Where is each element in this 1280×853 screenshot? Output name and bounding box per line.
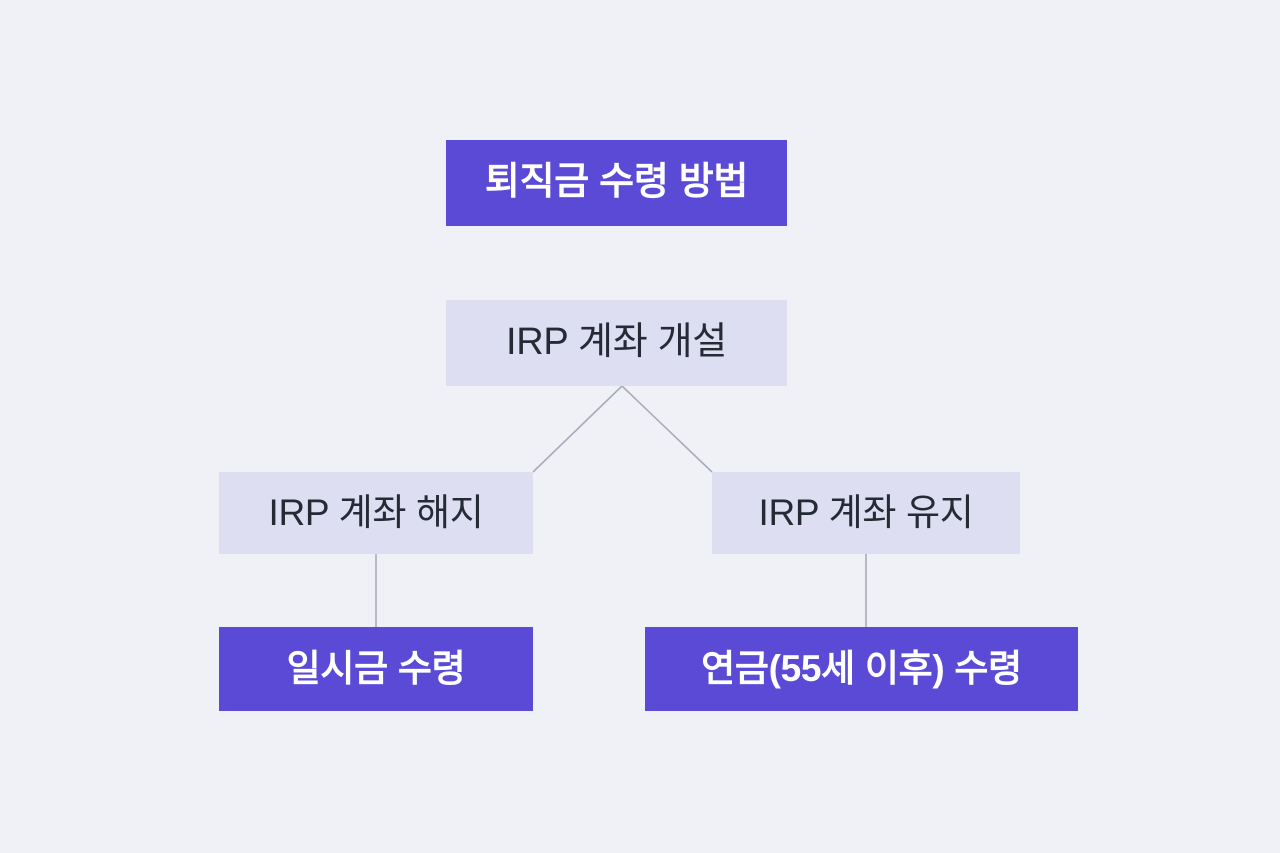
connector-open-to-maintain bbox=[621, 385, 713, 473]
connector-open-to-terminate bbox=[532, 385, 623, 473]
node-annuity-payout-age-55[interactable]: 연금(55세 이후) 수령 bbox=[645, 627, 1078, 711]
node-lump-sum-payout[interactable]: 일시금 수령 bbox=[219, 627, 533, 711]
node-root-retirement-payout-method[interactable]: 퇴직금 수령 방법 bbox=[446, 140, 787, 226]
node-irp-account-open[interactable]: IRP 계좌 개설 bbox=[446, 300, 787, 386]
node-irp-account-terminate[interactable]: IRP 계좌 해지 bbox=[219, 472, 533, 554]
node-irp-account-maintain[interactable]: IRP 계좌 유지 bbox=[712, 472, 1020, 554]
